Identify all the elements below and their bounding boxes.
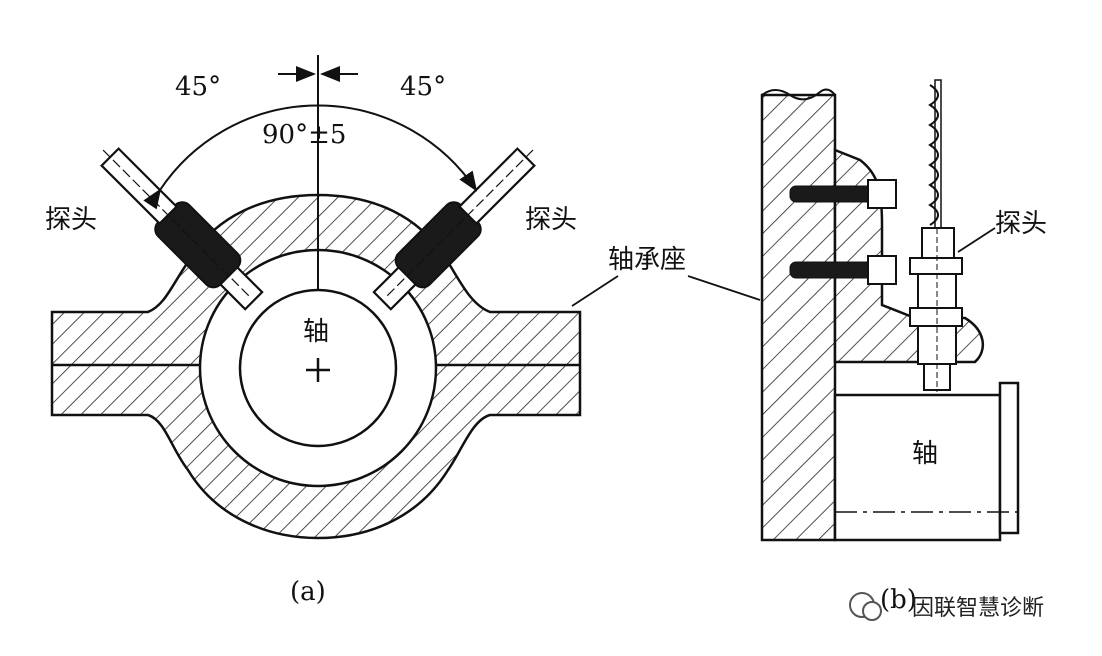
probe-right-label: 探头	[525, 205, 577, 235]
angle-total-label: 90°±5	[262, 120, 346, 150]
figure-b: 探头 轴 (b)	[760, 79, 1047, 615]
probe-b	[909, 79, 963, 392]
caption-b: (b)	[880, 585, 917, 615]
figure-a: 45° 45° 90°±5 探头 探头 轴 轴承座 (a)	[45, 55, 761, 607]
wall-break-line	[761, 88, 836, 101]
housing-label: 轴承座	[608, 245, 686, 275]
housing-leader-b	[687, 275, 761, 301]
probe-label-b: 探头	[995, 209, 1047, 239]
caption-a: (a)	[290, 577, 326, 607]
bolt-upper	[789, 179, 897, 209]
probe-left-label: 探头	[45, 205, 97, 235]
probe-right	[372, 147, 536, 311]
shaft-collar	[998, 381, 1020, 535]
watermark-text: 因联智慧诊断	[912, 596, 1044, 621]
shaft-label-b: 轴	[912, 439, 938, 469]
angle-right-label: 45°	[400, 72, 446, 102]
housing-leader-a	[571, 275, 619, 307]
angle-arc	[143, 104, 478, 210]
bearing-wall	[760, 93, 837, 542]
shaft-label-a: 轴	[303, 317, 329, 347]
watermark: 因联智慧诊断	[849, 592, 1044, 621]
bolt-lower	[789, 255, 897, 285]
probe-bracket	[833, 148, 985, 364]
angle-left-label: 45°	[175, 72, 221, 102]
probe-leader-b	[957, 227, 996, 253]
